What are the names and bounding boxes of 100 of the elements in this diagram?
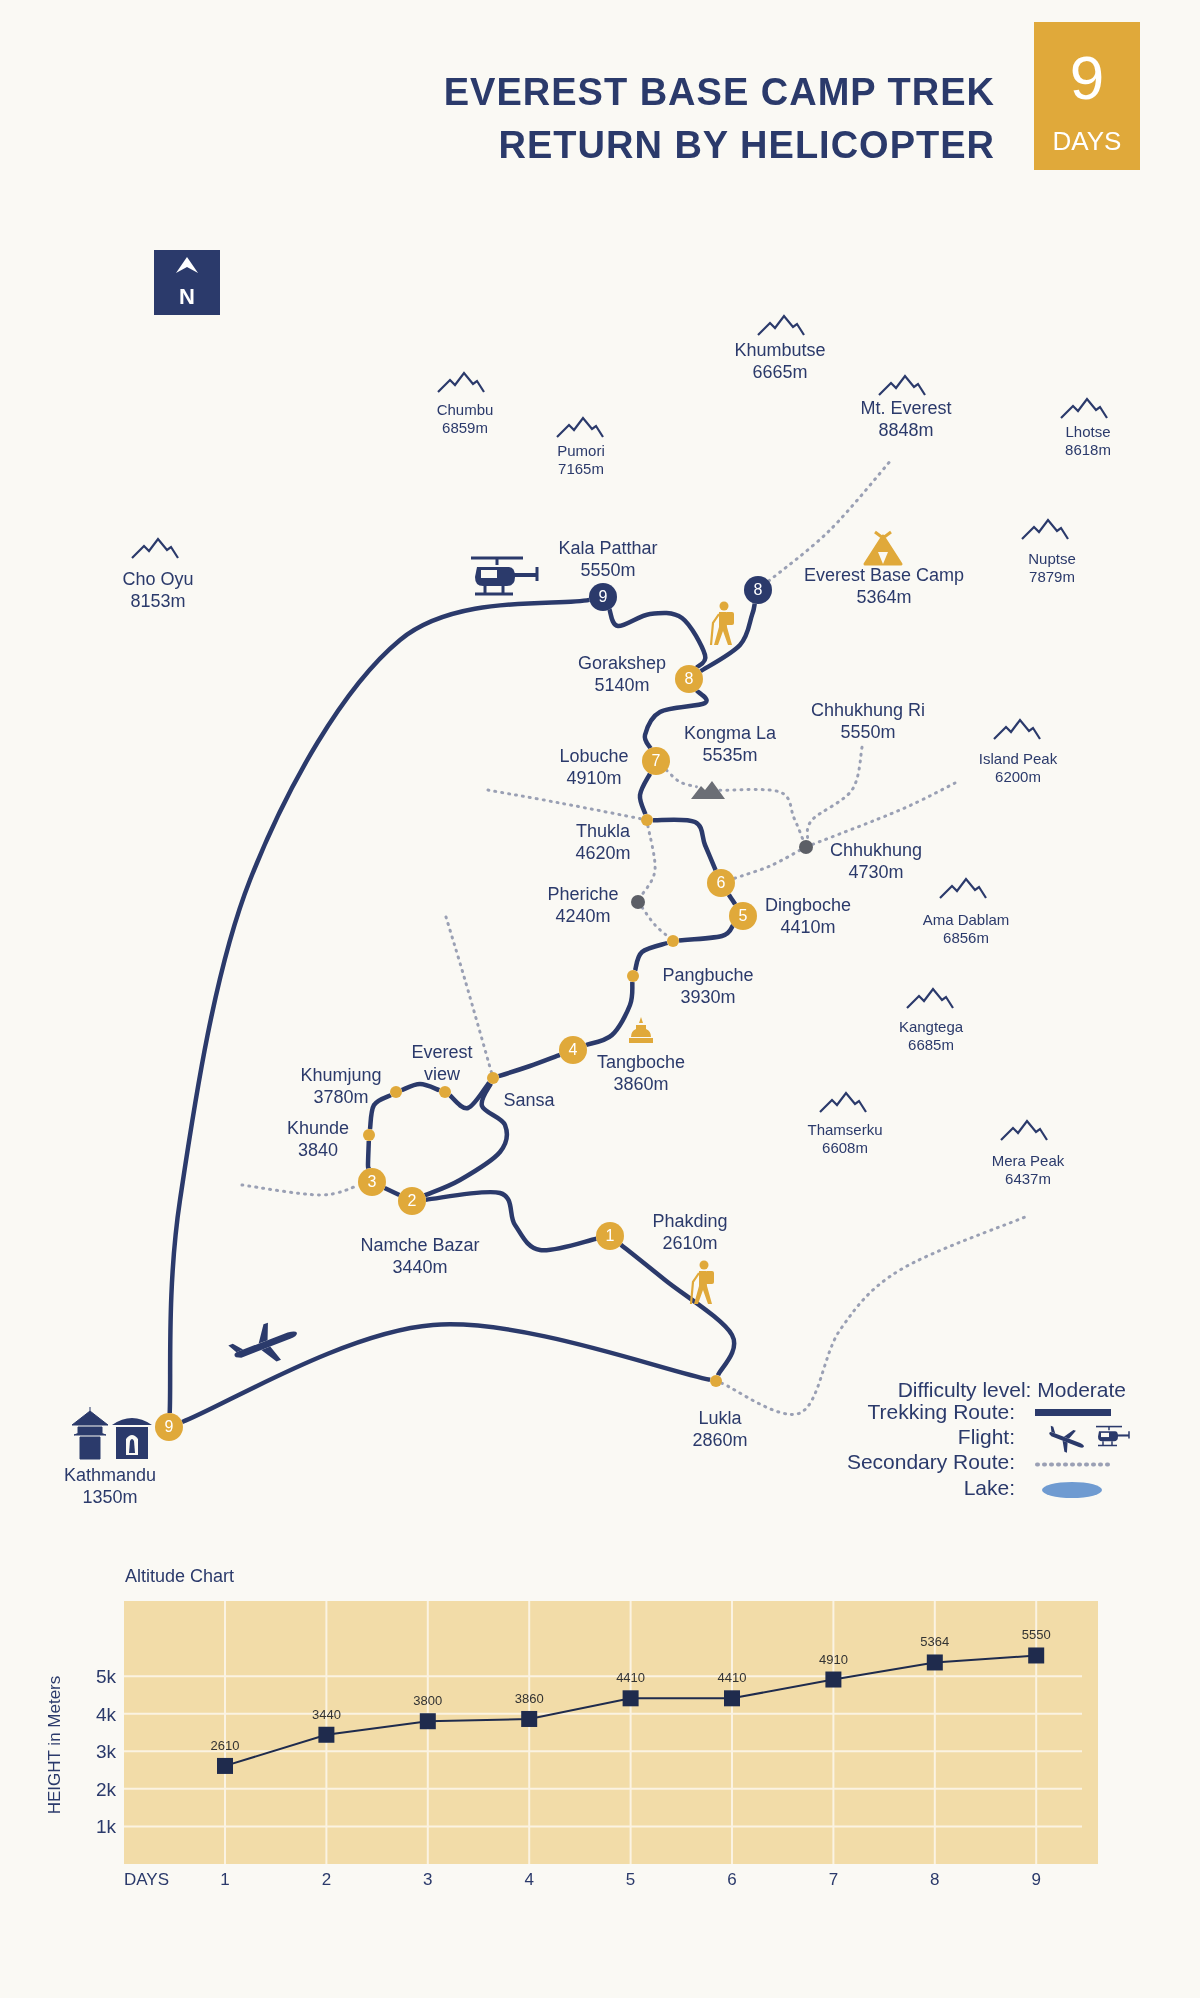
secondary-route-line [718,788,805,842]
secondary-route-line [665,768,698,789]
place-label: Khunde 3840 [286,1118,350,1162]
route-line [632,940,668,971]
place-label: Dingboche 4410m [764,895,852,939]
secondary-route-line [640,906,670,939]
peak-label: Lhotse 8618m [1065,423,1111,459]
secondary-route-line [732,848,802,880]
data-label: 4910 [818,1651,848,1667]
secondary-route-line [486,788,643,821]
waypoint-dot [799,840,813,854]
legend-label: Secondary Route: [846,1449,1015,1475]
day-marker: 9 [589,583,617,611]
axis-tick-label: 8 [930,1870,940,1889]
place-label: Kala Patthar 5550m [558,538,658,582]
peak-label: Mt. Everest 8848m [860,398,952,442]
waypoint-dot [363,1129,375,1141]
waypoint-dot [439,1086,451,1098]
route-line [498,1052,561,1079]
axis-tick-label: 5k [95,1666,116,1688]
axis-tick-label: 4 [524,1870,534,1889]
axis-tick-label: 2k [95,1778,116,1800]
axis-tick-label: 1k [95,1816,116,1838]
secondary-route-line [444,915,493,1074]
chart-title: Altitude Chart [125,1566,235,1586]
peak-label: Pumori 7165m [557,442,605,478]
day-marker: 2 [398,1187,426,1215]
axis-title: DAYS [124,1870,170,1889]
place-label: Pangbuche 3930m [662,965,754,1009]
peak-label: Kangtega 6685m [898,1018,964,1054]
secondary-route-line [720,1215,1027,1416]
axis-tick-label: 2 [321,1870,332,1889]
day-marker: 4 [559,1036,587,1064]
axis-tick-label: 1 [220,1870,230,1889]
legend-label: Trekking Route: [867,1400,1015,1425]
place-label: Chhukhung Ri 5550m [810,700,926,744]
route-line [642,688,709,750]
route-line [400,1081,441,1093]
route-line [619,1242,737,1377]
day-marker: 7 [642,747,670,775]
axis-tick-label: 9 [1031,1870,1041,1889]
route-line [585,981,635,1048]
route-line [367,1093,392,1130]
axis-tick-label: 4k [95,1703,116,1725]
secondary-route-line [639,824,657,898]
day-marker: 8 [675,665,703,693]
badge-text: DAYS [1052,126,1122,158]
route-line [607,608,708,670]
title: EVEREST BASE CAMP TREK RETURN BY HELICOPTER [442,70,995,168]
peak-label: Nuptse 7879m [1028,550,1076,586]
place-label: Everest Base Camp 5364m [803,565,965,609]
place-label: Phakding 2610m [652,1211,728,1255]
data-label: 5364 [920,1634,950,1650]
place-label: Kathmandu 1350m [63,1465,157,1509]
legend-label: Flight: [957,1424,1015,1450]
place-label: Everest view [411,1042,473,1086]
route-line [653,817,718,871]
data-label: 5550 [1021,1627,1051,1643]
peak-label: Thamserku 6608m [807,1121,883,1157]
place-label: Pheriche 4240m [547,884,619,928]
route-line [678,924,735,943]
day-marker: 1 [596,1222,624,1250]
axis-title: HEIGHT in Meters [45,1675,64,1815]
place-label: Namche Bazar 3440m [360,1235,480,1279]
day-marker: 6 [707,869,735,897]
difficulty-label: Difficulty level: Moderate [897,1377,1126,1403]
peak-label: Island Peak 6200m [978,750,1058,786]
data-label: 3440 [311,1706,341,1722]
route-line [423,1082,509,1198]
route-line [637,772,652,815]
route-line [167,597,590,1414]
axis-tick-label: 7 [828,1870,839,1889]
day-marker: 9 [155,1413,183,1441]
secondary-route-line [811,781,957,846]
data-label: 4410 [616,1670,646,1686]
place-label: Chhukhung 4730m [829,840,923,884]
secondary-route-line [805,745,864,842]
waypoint-dot [641,814,653,826]
place-label: Khumjung 3780m [300,1065,382,1109]
route-line [448,1081,491,1111]
waypoint-dot [667,935,679,947]
place-label: Sansa [503,1090,555,1112]
place-label: Thukla 4620m [575,821,631,865]
day-marker: 5 [729,902,757,930]
route-line [181,1322,711,1425]
axis-tick-label: 5 [625,1870,636,1889]
waypoint-dot [487,1072,499,1084]
place-label: Tangboche 3860m [596,1052,686,1096]
waypoint-dot [710,1375,722,1387]
peak-label: Khumbutse 6665m [734,340,826,384]
data-label: 3860 [514,1690,544,1706]
legend-label: Lake: [963,1475,1015,1501]
route-line [726,893,738,906]
route-line [383,1185,401,1198]
badge-text: 9 [1069,41,1105,114]
peak-label: Mera Peak 6437m [991,1152,1065,1188]
waypoint-dot [390,1086,402,1098]
north-label: N [179,283,195,311]
route-line [699,603,757,674]
axis-tick-label: 6 [727,1870,737,1889]
